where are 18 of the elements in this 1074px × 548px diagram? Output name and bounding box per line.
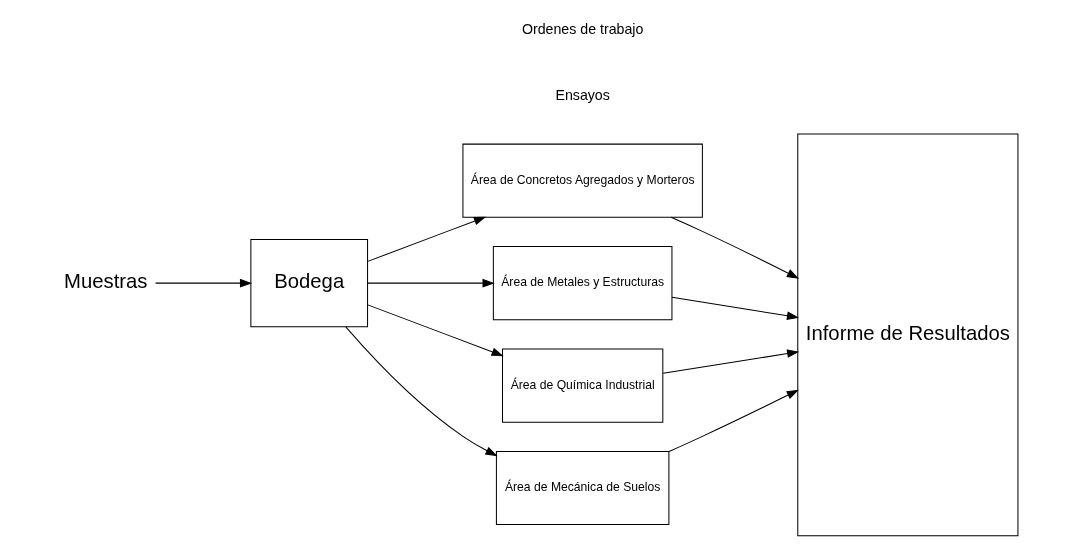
arrow: [367, 304, 504, 357]
node-box: Informe de Resultados: [797, 133, 1019, 537]
node-box: Área de Metales y Estructuras: [492, 246, 673, 321]
node-box: Área de Química Industrial: [502, 348, 664, 423]
node-box: Área de Concretos Agregados y Morteros: [462, 143, 703, 218]
label: Ensayos: [555, 87, 610, 104]
arrow: [671, 296, 800, 320]
arrow: [367, 216, 487, 262]
arrow: [662, 349, 800, 374]
node-text: Muestras: [64, 270, 148, 293]
arrow: [668, 389, 799, 452]
label: Ordenes de trabajo: [521, 21, 644, 38]
arrow: [367, 278, 495, 288]
node-box: Bodega: [250, 239, 369, 328]
node-box: Área de Mecánica de Suelos: [495, 451, 670, 526]
arrow: [155, 278, 253, 288]
arrow: [670, 216, 800, 279]
arrow: [345, 326, 498, 457]
